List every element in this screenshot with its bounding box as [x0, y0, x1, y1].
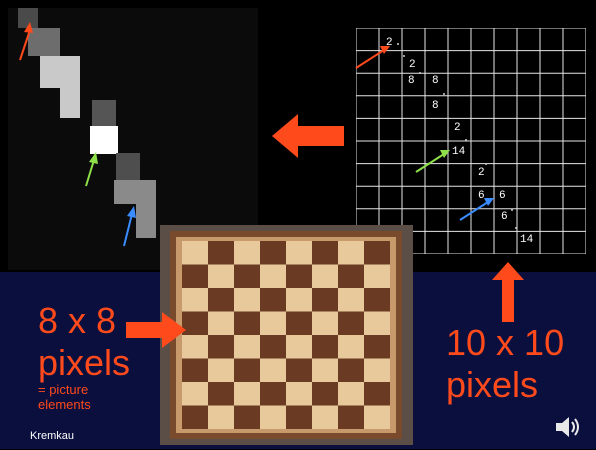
- arrow-icon: [86, 160, 94, 186]
- up-arrow-icon: [492, 262, 524, 322]
- grid-value: 8: [432, 100, 439, 112]
- grid-value: 14: [520, 234, 534, 246]
- right-unit-label: pixels: [446, 364, 538, 406]
- grid-value: 6: [499, 190, 506, 202]
- credit-text: Kremkau: [30, 430, 74, 442]
- pixel-block: [90, 126, 118, 154]
- grid-value: 6: [501, 211, 508, 223]
- arrow-icon: [414, 148, 454, 174]
- chessboard-photo: [160, 225, 413, 445]
- grid-value: 8: [408, 75, 415, 87]
- arrow-icon: [127, 206, 136, 218]
- arrow-icon: [458, 196, 498, 222]
- left-size-label: 8 x 8: [38, 300, 116, 342]
- arrow-icon: [354, 44, 394, 70]
- pixel-block: [40, 56, 80, 118]
- pixel-block: [116, 153, 140, 181]
- grid-value: 2: [478, 167, 485, 179]
- right-size-label: 10 x 10: [446, 322, 564, 364]
- pixel-block: [28, 28, 60, 56]
- pixel-block: [92, 100, 116, 126]
- left-arrow-icon: [272, 114, 344, 158]
- grid-value: 8: [432, 75, 439, 87]
- grid-value: 14: [452, 146, 466, 158]
- arrow-icon: [124, 214, 132, 246]
- left-unit-label: pixels: [38, 342, 130, 384]
- pixel-block: [18, 8, 38, 28]
- grid-value: 2: [454, 122, 461, 134]
- speaker-icon[interactable]: [554, 414, 584, 440]
- right-arrow-icon: [126, 312, 186, 348]
- picture-elements-note: = picture elements: [38, 382, 128, 412]
- pixel-block: [114, 180, 156, 238]
- grid-value: 2: [409, 59, 416, 71]
